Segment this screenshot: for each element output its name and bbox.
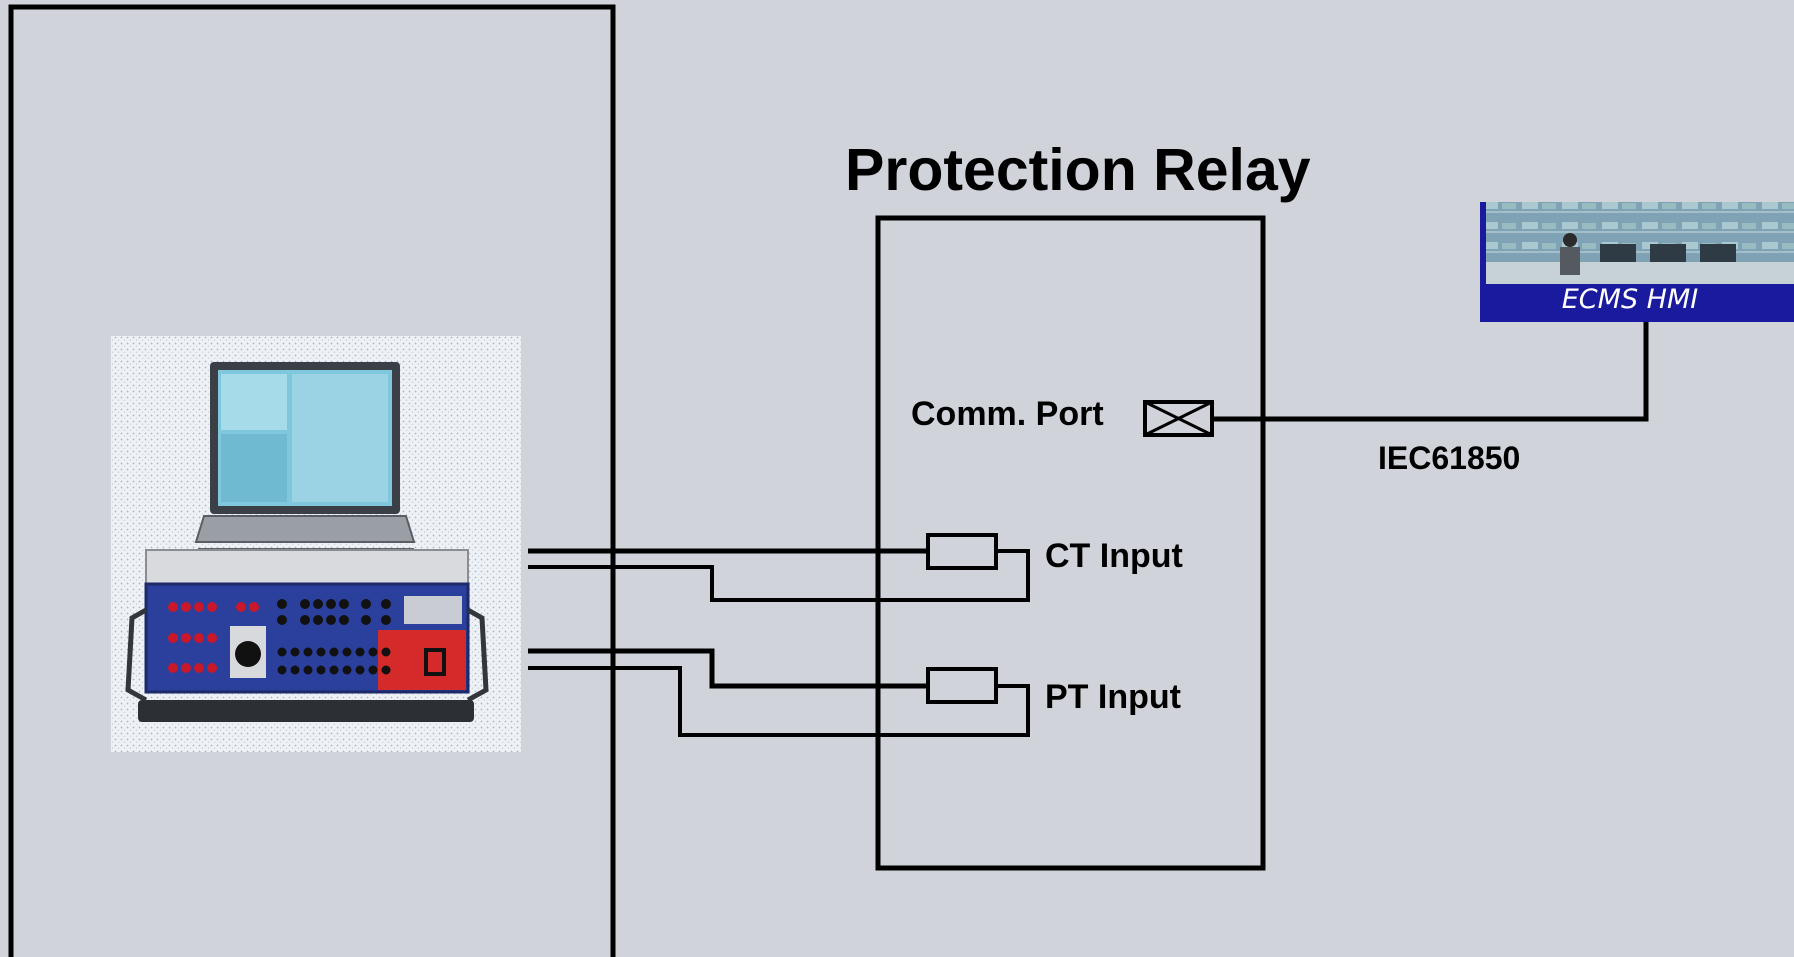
comm-port-connector	[1143, 400, 1214, 437]
ct-wiring	[528, 548, 1030, 602]
iec61850-link	[1212, 320, 1649, 422]
pt-wiring	[528, 648, 1030, 737]
pt-input-terminal	[926, 667, 998, 704]
relay-test-set-image	[111, 336, 521, 752]
protection-relay-box	[875, 215, 1266, 871]
protection-relay-title: Protection Relay	[845, 137, 1311, 203]
ct-input-terminal	[926, 533, 998, 570]
comm-port-label: Comm. Port	[911, 395, 1104, 433]
iec61850-label: IEC61850	[1378, 440, 1521, 476]
ct-input-label: CT Input	[1045, 537, 1183, 575]
ecms-hmi-label: ECMS HMI	[1561, 284, 1699, 315]
ecms-hmi-image	[1480, 202, 1794, 322]
pt-input-label: PT Input	[1045, 678, 1181, 716]
test-equipment-enclosure	[8, 4, 616, 957]
